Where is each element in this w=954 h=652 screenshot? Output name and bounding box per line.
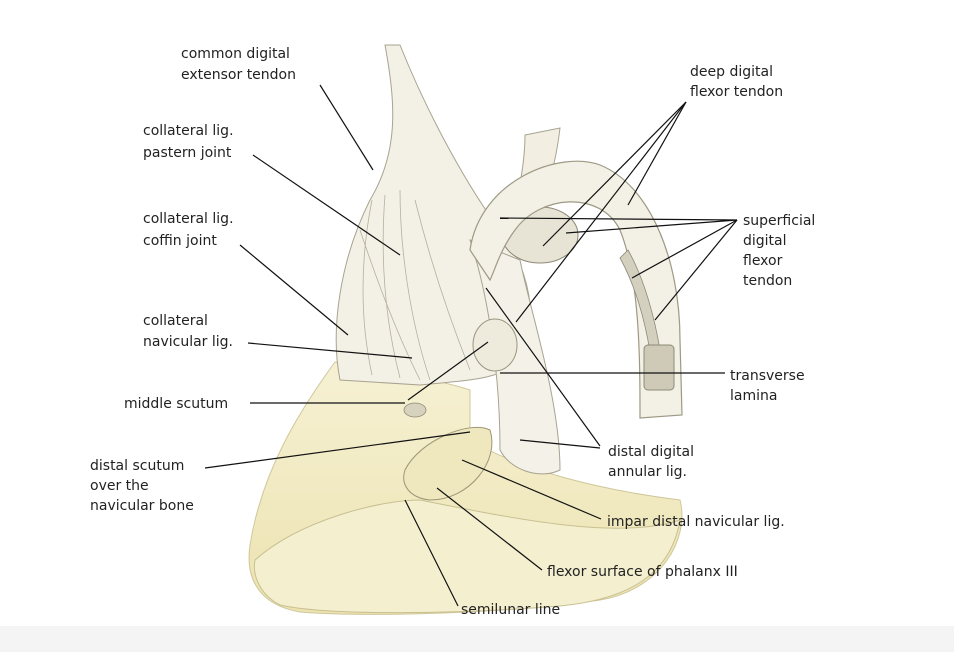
leader-superficial-2 <box>565 219 738 234</box>
label-line: lamina <box>730 388 777 404</box>
label-line: distal scutum <box>90 458 184 474</box>
label-line: distal digital <box>608 444 694 460</box>
label-line: deep digital <box>690 64 773 80</box>
leader-distal-scutum <box>204 431 471 469</box>
label-distal-scutum: distal scutum over the navicular bone <box>90 458 194 514</box>
label-line: tendon <box>743 273 792 289</box>
label-common-digital-extensor: common digital extensor tendon <box>181 46 296 83</box>
label-superficial-digital-flexor: superficial digital flexor tendon <box>743 213 820 289</box>
leader-flexor-surface <box>436 487 543 571</box>
label-line: flexor tendon <box>690 84 783 100</box>
leader-collateral-navicular <box>247 342 413 359</box>
navicular-bursa <box>472 318 518 372</box>
leader-semilunar <box>404 499 459 607</box>
leader-middle-scutum-2 <box>407 341 489 401</box>
leader-deep-2 <box>542 101 687 247</box>
label-line: common digital <box>181 46 290 62</box>
label-line: collateral lig. <box>143 123 234 139</box>
leader-extensor <box>319 84 374 171</box>
label-semilunar-line: semilunar line <box>461 602 560 618</box>
label-impar-distal-navicular: impar distal navicular lig. <box>607 514 785 530</box>
label-line: pastern joint <box>143 145 232 161</box>
superficial-flexor-cut-end <box>643 344 675 391</box>
label-line: over the <box>90 478 149 494</box>
leader-annular-2 <box>519 439 601 449</box>
label-line: navicular bone <box>90 498 194 514</box>
bottom-strip <box>0 626 954 652</box>
label-distal-digital-annular: distal digital annular lig. <box>608 444 698 480</box>
label-collateral-coffin: collateral lig. coffin joint <box>143 211 238 249</box>
ligament-fibres <box>359 189 471 381</box>
label-middle-scutum: middle scutum <box>124 396 228 412</box>
leader-annular-1 <box>485 287 601 447</box>
label-collateral-navicular: collateral navicular lig. <box>143 313 233 350</box>
middle-scutum-shape <box>403 402 427 418</box>
label-line: coffin joint <box>143 233 217 249</box>
leader-superficial-1 <box>499 217 738 221</box>
label-collateral-pastern: collateral lig. pastern joint <box>143 123 238 161</box>
leader-impar <box>461 459 602 520</box>
label-line: transverse <box>730 368 805 384</box>
label-deep-digital-flexor: deep digital flexor tendon <box>690 64 783 100</box>
leader-superficial-4 <box>654 219 738 321</box>
label-line: extensor tendon <box>181 67 296 83</box>
label-flexor-surface: flexor surface of phalanx III <box>547 564 738 580</box>
leader-pastern <box>252 154 401 256</box>
leader-lines <box>204 84 738 607</box>
leader-superficial-3 <box>631 219 738 279</box>
label-line: navicular lig. <box>143 334 233 350</box>
label-line: digital <box>743 233 787 249</box>
label-line: collateral lig. <box>143 211 234 227</box>
label-line: superficial <box>743 213 815 229</box>
leader-coffin <box>239 244 349 336</box>
superficial-flexor-arch <box>469 160 683 419</box>
leader-deep-3 <box>515 101 687 323</box>
label-line: flexor <box>743 253 783 269</box>
labels: common digital extensor tendon collatera… <box>90 46 820 618</box>
sole-surface <box>253 499 681 614</box>
leader-deep-1 <box>627 101 687 206</box>
label-line: collateral <box>143 313 208 329</box>
label-line: annular lig. <box>608 464 687 480</box>
navicular-region <box>403 426 493 501</box>
label-transverse-lamina: transverse lamina <box>730 368 809 404</box>
